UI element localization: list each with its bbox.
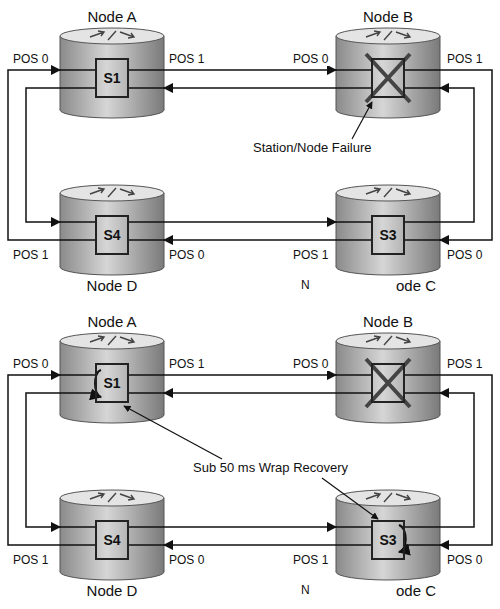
port-label: POS 0	[446, 248, 483, 262]
port-label: POS 0	[292, 52, 329, 66]
station-box	[371, 58, 405, 98]
ring-link	[8, 375, 60, 545]
station-box: S1	[95, 363, 129, 403]
router-node: Node B	[336, 333, 440, 423]
node-name: ode C	[396, 582, 436, 599]
port-label: POS 0	[168, 248, 205, 262]
port-label: POS 0	[292, 357, 329, 371]
ring-link	[164, 221, 336, 223]
port-label: POS 1	[292, 248, 329, 262]
node-name: Node B	[363, 313, 413, 330]
callout-text: Sub 50 ms Wrap Recovery	[192, 460, 349, 475]
ring-link	[164, 544, 336, 546]
port-label: POS 1	[12, 248, 49, 262]
ring-link	[26, 88, 60, 222]
ring-link	[164, 526, 336, 528]
port-label: N	[300, 583, 311, 597]
station-label: S4	[103, 532, 120, 548]
router-node: S3ode C	[336, 185, 440, 275]
port-label: POS 1	[446, 357, 483, 371]
station-box: S4	[95, 520, 129, 560]
ring-link	[164, 374, 336, 376]
port-label: POS 1	[168, 52, 205, 66]
router-node: S4Node D	[60, 490, 164, 580]
port-label: POS 0	[446, 553, 483, 567]
router-node: S3ode C	[336, 490, 440, 580]
ring-link	[164, 69, 336, 71]
node-name: Node A	[87, 8, 136, 25]
port-label: POS 1	[12, 553, 49, 567]
station-box: S1	[95, 58, 129, 98]
station-label: S3	[379, 227, 396, 243]
station-label: S1	[103, 70, 120, 86]
node-name: ode C	[396, 277, 436, 294]
port-label: POS 0	[12, 52, 49, 66]
station-box: S3	[371, 215, 405, 255]
router-node: S1Node A	[60, 333, 164, 423]
station-label: S4	[103, 227, 120, 243]
port-label: POS 0	[168, 553, 205, 567]
port-label: POS 0	[12, 357, 49, 371]
ring-link	[164, 239, 336, 241]
port-label: POS 1	[292, 553, 329, 567]
station-label: S3	[379, 532, 396, 548]
node-name: Node D	[87, 582, 138, 599]
router-node: S1Node A	[60, 28, 164, 118]
port-label: N	[300, 278, 311, 292]
station-box: S4	[95, 215, 129, 255]
node-name: Node A	[87, 313, 136, 330]
ring-link	[440, 88, 474, 222]
station-box	[371, 363, 405, 403]
ring-link	[164, 392, 336, 394]
station-box: S3	[371, 520, 405, 560]
callout-text: Station/Node Failure	[252, 140, 373, 155]
node-name: Node D	[87, 277, 138, 294]
ring-link	[440, 70, 492, 240]
ring-link	[8, 70, 60, 240]
station-label: S1	[103, 375, 120, 391]
ring-link	[440, 375, 492, 545]
port-label: POS 1	[168, 357, 205, 371]
router-node: S4Node D	[60, 185, 164, 275]
ring-link	[164, 87, 336, 89]
ring-link	[26, 393, 60, 527]
router-node: Node B	[336, 28, 440, 118]
ring-link	[440, 393, 474, 527]
port-label: POS 1	[446, 52, 483, 66]
node-name: Node B	[363, 8, 413, 25]
